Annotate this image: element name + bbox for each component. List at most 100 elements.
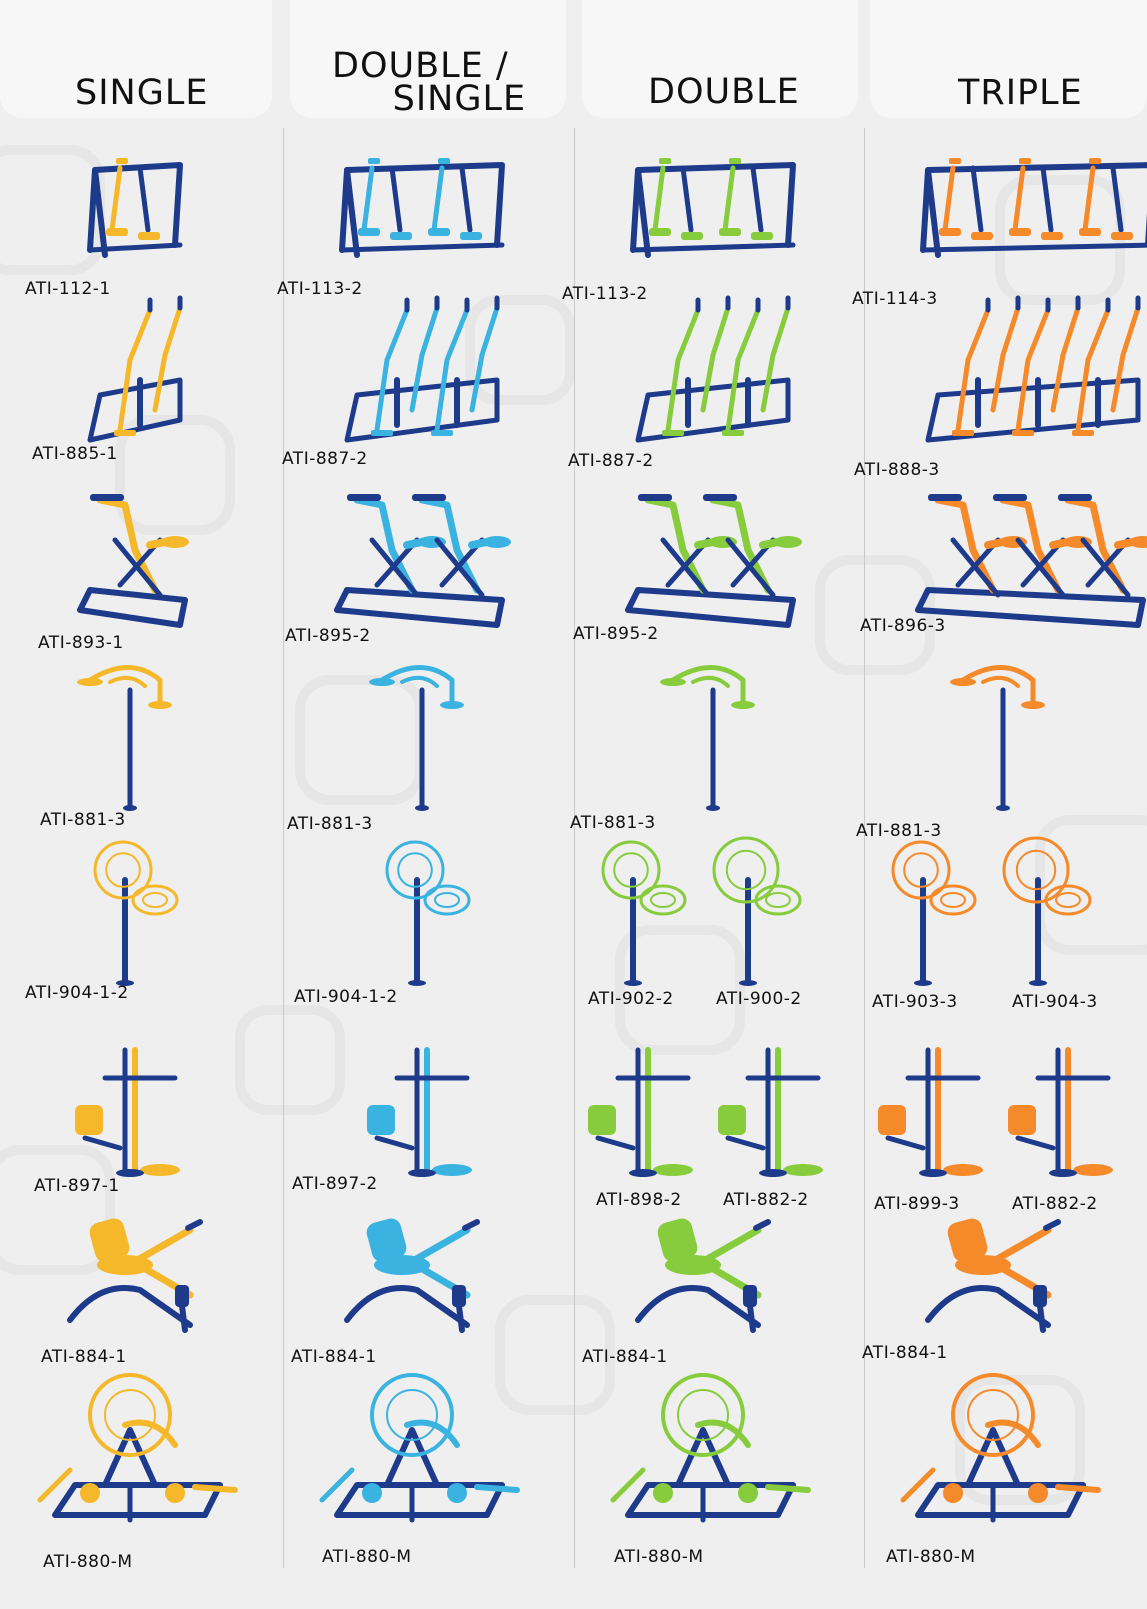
product-cell-air-walker: ATI-113-2 [562, 150, 864, 303]
product-code: ATI-880-M [614, 1547, 704, 1567]
elliptical-illustration [635, 295, 791, 443]
product-code: ATI-895-2 [285, 626, 371, 646]
multi-station-illustration [900, 1373, 1101, 1523]
product-code: ATI-112-1 [25, 279, 111, 299]
product-code: ATI-904-1-2 [294, 987, 398, 1007]
multi-station-illustration [37, 1373, 238, 1523]
column-title-triple: TRIPLE [958, 73, 1083, 113]
product-code: ATI-887-2 [282, 449, 368, 469]
column-divider [864, 128, 865, 1568]
product-code: ATI-881-3 [856, 821, 942, 841]
product-code: ATI-881-3 [570, 813, 656, 833]
product-code: ATI-902-2 [588, 989, 674, 1009]
product-cell-elliptical: ATI-887-2 [568, 295, 864, 490]
product-cell-wheel: ATI-903-3 ATI-904-3 [868, 836, 1147, 1030]
elliptical-illustration [87, 295, 183, 443]
rider-illustration [334, 494, 511, 628]
wheel-illustration [601, 836, 802, 986]
leg-press-illustration [588, 1047, 823, 1177]
rider-illustration [625, 494, 802, 628]
twister-illustration [660, 665, 755, 811]
product-code: ATI-904-1-2 [25, 983, 129, 1003]
rider-illustration [915, 494, 1147, 628]
product-code: ATI-880-M [43, 1552, 133, 1572]
multi-station-illustration [319, 1373, 520, 1523]
rower-illustration [635, 1218, 771, 1333]
twister-illustration [369, 665, 464, 811]
column-title-double-single: DOUBLE / SINGLE [332, 46, 527, 119]
column-title-double: DOUBLE [648, 72, 800, 112]
product-code: ATI-898-2 [596, 1190, 682, 1210]
column-divider [574, 128, 575, 1568]
leg-press-illustration [878, 1047, 1113, 1177]
air-walker-illustration [630, 158, 796, 258]
product-code: ATI-903-3 [872, 992, 958, 1012]
product-cell-wheel: ATI-902-2 ATI-900-2 [578, 836, 864, 1030]
product-cell-rower: ATI-884-1 [578, 1210, 864, 1375]
product-code: ATI-897-2 [292, 1174, 378, 1194]
rower-illustration [344, 1218, 480, 1333]
product-cell-air-walker: ATI-114-3 [852, 150, 1147, 308]
product-code: ATI-887-2 [568, 451, 654, 471]
header-tab-double [582, 0, 858, 118]
product-cell-rower: ATI-884-1 [287, 1210, 574, 1375]
product-cell-elliptical: ATI-887-2 [282, 295, 574, 490]
leg-press-illustration [75, 1047, 180, 1177]
product-code: ATI-885-1 [32, 444, 118, 464]
product-code: ATI-884-1 [862, 1343, 948, 1363]
product-cell-elliptical: ATI-885-1 [0, 295, 283, 490]
product-code: ATI-882-2 [1012, 1194, 1098, 1214]
product-cell-elliptical: ATI-888-3 [854, 295, 1147, 490]
product-cell-wheel: ATI-904-1-2 [287, 840, 574, 1030]
product-code: ATI-900-2 [716, 989, 802, 1009]
elliptical-illustration [344, 295, 500, 443]
product-cell-multi-station: ATI-880-M [0, 1373, 283, 1585]
product-cell-twister: ATI-881-3 [0, 660, 283, 840]
header-tab-triple [870, 0, 1147, 118]
product-code: ATI-904-3 [1012, 992, 1098, 1012]
product-code: ATI-113-2 [277, 279, 363, 299]
product-code: ATI-881-3 [287, 814, 373, 834]
twister-illustration [77, 665, 172, 811]
multi-station-illustration [610, 1373, 811, 1523]
column-divider [283, 128, 284, 1568]
header-tab-single [0, 0, 272, 118]
product-code: ATI-113-2 [562, 284, 648, 304]
air-walker-illustration [920, 158, 1147, 258]
air-walker-illustration [87, 158, 183, 258]
product-cell-rower: ATI-884-1 [0, 1210, 283, 1375]
leg-press-illustration [367, 1047, 472, 1177]
product-code: ATI-884-1 [291, 1347, 377, 1367]
product-code: ATI-893-1 [38, 633, 124, 653]
wheel-illustration [891, 836, 1092, 986]
product-code: ATI-899-3 [874, 1194, 960, 1214]
product-cell-air-walker: ATI-113-2 [277, 150, 574, 300]
air-walker-illustration [339, 158, 505, 258]
product-code: ATI-882-2 [723, 1190, 809, 1210]
product-cell-air-walker: ATI-112-1 [0, 150, 283, 300]
product-cell-multi-station: ATI-880-M [287, 1373, 574, 1585]
product-cell-rider: ATI-895-2 [285, 490, 574, 660]
product-code: ATI-880-M [322, 1547, 412, 1567]
twister-illustration [950, 665, 1045, 811]
rider-illustration [77, 494, 189, 628]
product-code: ATI-881-3 [40, 810, 126, 830]
product-code: ATI-884-1 [582, 1347, 668, 1367]
product-code: ATI-114-3 [852, 289, 938, 309]
product-code: ATI-884-1 [41, 1347, 127, 1367]
product-code: ATI-880-M [886, 1547, 976, 1567]
product-cell-twister: ATI-881-3 [570, 660, 864, 840]
elliptical-illustration [925, 295, 1141, 443]
product-cell-leg-press: ATI-898-2 ATI-882-2 [578, 1030, 864, 1210]
rower-illustration [67, 1218, 203, 1333]
header-tab-double-single [290, 0, 566, 118]
product-cell-leg-press: ATI-897-2 [287, 1030, 574, 1210]
wheel-illustration [93, 840, 179, 986]
product-code: ATI-897-1 [34, 1176, 120, 1196]
product-cell-twister: ATI-881-3 [856, 660, 1147, 840]
product-cell-rider: ATI-893-1 [0, 490, 283, 660]
product-cell-leg-press: ATI-899-3 ATI-882-2 [868, 1030, 1147, 1214]
product-code: ATI-895-2 [573, 624, 659, 644]
column-title-single: SINGLE [75, 73, 209, 113]
product-cell-wheel: ATI-904-1-2 [0, 840, 283, 1030]
